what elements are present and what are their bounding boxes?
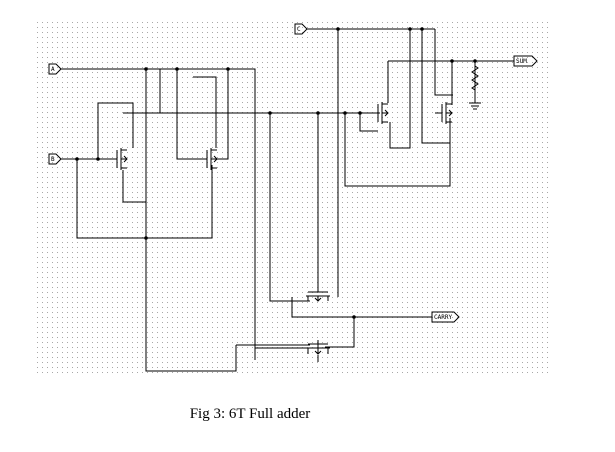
wire-carry-drain-1 <box>291 297 432 318</box>
wire-carry-mux-top <box>269 113 310 302</box>
wire-a <box>61 68 256 360</box>
nmos-transistor-icon <box>306 340 330 355</box>
junction-dot <box>75 157 79 161</box>
nmos-transistor-icon <box>200 148 218 170</box>
junction-dot <box>144 236 148 240</box>
junction-dot <box>352 315 356 319</box>
output-port-icon <box>431 311 460 323</box>
transistor-t2 <box>200 148 218 170</box>
port-carry: CARRY <box>431 311 460 323</box>
transistor-t1 <box>110 148 128 170</box>
port-carry-label: CARRY <box>434 314 452 321</box>
junction-dot <box>96 157 100 161</box>
input-port-icon <box>48 153 62 165</box>
junction-dot <box>420 27 424 31</box>
resistor-icon <box>471 65 479 91</box>
wire-xor2-mid <box>359 113 378 132</box>
port-c-label: C <box>297 26 301 33</box>
transistor-t3 <box>371 102 389 124</box>
schematic-grid <box>36 18 551 375</box>
junction-dot <box>473 59 477 63</box>
junction-dot <box>268 111 272 115</box>
input-port-icon <box>294 23 308 35</box>
wire-carry-mid <box>325 317 355 348</box>
wire-t2-left <box>176 69 203 160</box>
port-sum-label: SUM <box>516 58 527 65</box>
port-b-label: B <box>51 156 55 163</box>
output-port-icon <box>513 55 538 67</box>
transistor-t6 <box>306 340 330 355</box>
port-a: A <box>48 63 62 75</box>
ground-icon <box>469 90 481 110</box>
port-b: B <box>48 153 62 165</box>
port-sum: SUM <box>513 55 538 67</box>
junction-dot <box>226 67 230 71</box>
wire-t2-gate <box>216 69 229 160</box>
wire-c-drop-4 <box>434 29 453 96</box>
junction-dot <box>144 67 148 71</box>
port-c: C <box>294 23 308 35</box>
input-port-icon <box>48 63 62 75</box>
wire-t1-top <box>98 102 134 148</box>
port-a-label: A <box>51 66 55 73</box>
nmos-transistor-icon <box>306 287 330 302</box>
junction-dot <box>408 27 412 31</box>
wire-carry-b <box>145 238 237 372</box>
junction-dot <box>343 111 347 115</box>
nmos-transistor-icon <box>435 102 453 124</box>
junction-dot <box>316 111 320 115</box>
wire-c-drop-2 <box>389 29 411 149</box>
transistor-t4 <box>435 102 453 124</box>
sum-load <box>469 65 481 110</box>
junction-dot <box>336 27 340 31</box>
junction-dot <box>358 111 362 115</box>
transistor-t5 <box>306 287 330 302</box>
junctions <box>75 27 477 319</box>
junction-dot <box>175 67 179 71</box>
wires <box>61 28 514 372</box>
nmos-transistor-icon <box>110 148 128 170</box>
nmos-transistor-icon <box>371 102 389 124</box>
junction-dot <box>450 59 454 63</box>
wire-t2-top <box>193 76 217 148</box>
figure-caption: Fig 3: 6T Full adder <box>189 406 311 422</box>
wire-xor2-left <box>344 113 451 187</box>
